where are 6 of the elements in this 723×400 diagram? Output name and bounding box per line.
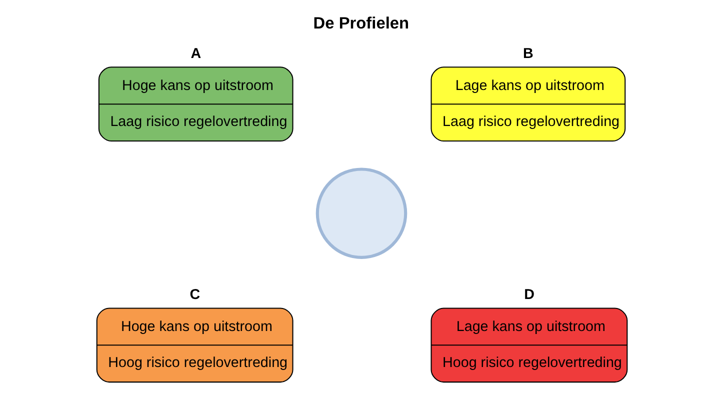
node-label: D [524,287,534,304]
node-label: B [523,46,534,62]
node-circle [316,168,408,259]
node-label: A [190,46,202,62]
diagram-title: De Profielen [313,14,410,33]
node-label: C [190,287,200,304]
